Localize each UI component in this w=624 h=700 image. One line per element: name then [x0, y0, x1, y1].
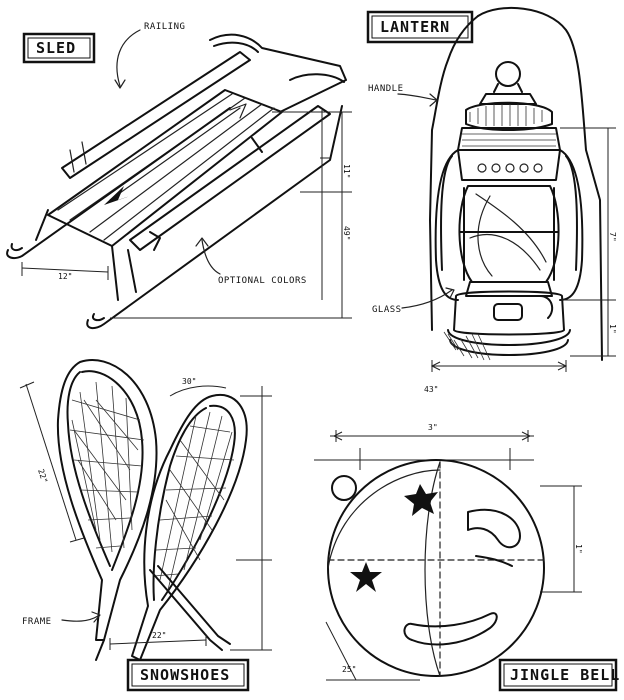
snowshoe-left-frame [56, 359, 158, 641]
sled-height-a: 11" [342, 164, 351, 178]
lantern-base [453, 290, 565, 336]
snowshoe-right-frame [131, 393, 248, 661]
snowshoe-length-value: 22" [36, 468, 49, 485]
sled-left-runner [6, 107, 231, 259]
snowshoe-length-dimension [25, 383, 77, 541]
bell-star-top [404, 484, 438, 516]
sled-right-rail [129, 105, 331, 251]
jingle-bell-drawing: 3" 1" 25" JINGLE BELL [314, 423, 620, 692]
snowshoe-top-dimension [169, 385, 227, 397]
lantern-right-bail [559, 149, 584, 301]
snowshoe-top-value: 30" [182, 377, 196, 386]
sled-steering-bar [209, 33, 347, 113]
sled-title: SLED [36, 39, 76, 57]
snowshoes-title: SNOWSHOES [140, 666, 230, 684]
lantern-width-value: 43" [424, 385, 438, 394]
lantern-title: LANTERN [380, 18, 450, 36]
bell-title: JINGLE BELL [510, 666, 620, 684]
lantern-height-a: 7" [608, 232, 617, 242]
lantern-cap [479, 93, 537, 105]
snowshoe-frame-callout: FRAME [22, 617, 52, 627]
sled-right-runner [86, 105, 343, 330]
sled-title-label: SLED [22, 32, 96, 64]
lantern-height-b: 1" [608, 324, 617, 334]
lantern-top-ring [495, 61, 521, 87]
bell-ring [331, 475, 357, 501]
bell-slot-upper [467, 508, 521, 549]
sled-width-dimension [21, 267, 109, 273]
lantern-drawing: LANTERN HANDLE [366, 6, 617, 394]
lantern-handle-callout: HANDLE [368, 84, 404, 94]
lantern-glass-callout: GLASS [372, 305, 402, 315]
railing-arrow [116, 29, 141, 87]
bell-star-left [350, 562, 382, 592]
bell-width-value: 3" [428, 423, 438, 432]
sled-deck [47, 89, 283, 247]
lantern-left-bail [434, 149, 459, 301]
bell-height-value: 1" [574, 544, 583, 554]
snowshoe-bottom-value: 22" [152, 631, 166, 640]
bell-title-label: JINGLE BELL [498, 658, 620, 692]
sled-drawing: SLED RAILING [6, 22, 352, 330]
lantern-title-label: LANTERN [366, 10, 474, 44]
snowshoes-drawing: 22" 30" 22" FRAME SNOWSHOES [19, 359, 272, 692]
sled-railing-callout: RAILING [144, 22, 185, 32]
sled-height-b: 49" [342, 226, 351, 240]
sled-width-value: 12" [58, 272, 72, 281]
snowshoes-title-label: SNOWSHOES [126, 658, 250, 692]
sled-arrow-mark [104, 186, 130, 205]
bell-bottom-dimension [325, 621, 357, 681]
sled-left-rail [61, 51, 251, 179]
lantern-dome-outline [477, 6, 603, 361]
bell-slot-lower [403, 612, 498, 646]
snowshoe-bottom-dimension [109, 639, 207, 645]
lantern-glass-globe [458, 185, 560, 283]
bell-bottom-value: 25" [342, 665, 356, 674]
sled-colors-callout: OPTIONAL COLORS [218, 276, 307, 286]
